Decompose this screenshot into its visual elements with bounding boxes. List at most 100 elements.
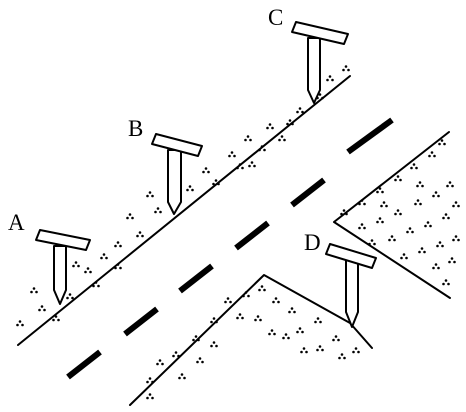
texture-dot <box>274 297 278 300</box>
texture-dot <box>43 308 46 312</box>
texture-dot <box>373 242 376 246</box>
texture-dot <box>334 335 338 338</box>
lane-dash <box>123 306 159 337</box>
texture-dot <box>102 253 106 256</box>
texture-dot <box>288 310 291 314</box>
label-D: D <box>304 230 321 255</box>
texture-dot <box>381 190 384 194</box>
texture-dot <box>210 320 213 324</box>
texture-dot <box>390 235 394 238</box>
texture-dot <box>100 256 103 260</box>
label-C: C <box>268 5 283 30</box>
texture-dot <box>128 213 132 216</box>
texture-dot <box>396 209 400 212</box>
texture-dot <box>188 185 192 188</box>
texture-dot <box>253 164 256 168</box>
texture-dot <box>293 310 296 314</box>
texture-dot <box>97 284 100 288</box>
texture-dot <box>273 332 276 336</box>
texture-dot <box>196 360 199 364</box>
center-dashed-line <box>66 117 394 380</box>
signpost-board <box>35 229 91 251</box>
texture-dot <box>212 182 215 186</box>
texture-dot <box>146 380 149 384</box>
texture-dot <box>284 333 288 336</box>
texture-dot <box>141 234 144 238</box>
texture-dot <box>451 184 454 188</box>
texture-dot <box>385 204 388 208</box>
texture-dot <box>436 244 439 248</box>
texture-dot <box>300 350 303 354</box>
texture-dot <box>302 347 306 350</box>
texture-dot <box>40 305 44 308</box>
texture-dot <box>249 138 252 142</box>
lane-dash <box>178 263 214 294</box>
texture-dot <box>418 250 421 254</box>
texture-dot <box>432 266 435 270</box>
texture-dot <box>35 290 38 294</box>
texture-dot <box>156 362 159 366</box>
texture-dot <box>452 238 455 242</box>
texture-dot <box>318 345 322 348</box>
texture-dot <box>453 260 456 264</box>
texture-dot <box>105 256 108 260</box>
texture-dot <box>378 187 382 190</box>
texture-dot <box>328 75 332 78</box>
texture-dot <box>287 336 290 340</box>
texture-dot <box>86 267 90 270</box>
texture-dot <box>146 194 149 198</box>
texture-dot <box>399 212 402 216</box>
texture-dot <box>186 188 189 192</box>
texture-dot <box>212 317 216 320</box>
texture-dot <box>154 210 157 214</box>
texture-dot <box>420 247 424 250</box>
texture-dot <box>332 338 335 342</box>
texture-dot <box>236 316 239 320</box>
lane-dash <box>290 177 326 208</box>
texture-dot <box>319 320 322 324</box>
texture-dot <box>288 119 292 122</box>
texture-dot <box>370 239 374 242</box>
texture-dot <box>442 216 445 220</box>
texture-dot <box>119 266 122 270</box>
texture-dot <box>363 226 366 230</box>
texture-dot <box>418 181 422 184</box>
texture-dot <box>416 184 419 188</box>
texture-dot <box>338 356 341 360</box>
texture-dot <box>454 201 458 204</box>
texture-dot <box>268 123 272 126</box>
texture-dot <box>136 234 139 238</box>
texture-dot <box>131 216 134 220</box>
texture-dot <box>192 338 195 342</box>
texture-dot <box>151 194 154 198</box>
texture-dot <box>229 300 232 304</box>
texture-dot <box>296 110 299 114</box>
texture-dot <box>429 224 432 228</box>
texture-dot <box>381 220 384 224</box>
texture-dot <box>212 341 216 344</box>
texture-dot <box>296 330 299 334</box>
texture-dot <box>32 287 36 290</box>
side-road-edge <box>333 131 451 299</box>
texture-dot <box>437 266 440 270</box>
texture-dot <box>406 230 409 234</box>
texture-dot <box>38 308 41 312</box>
signpost-board <box>325 243 377 269</box>
texture-dot <box>248 164 251 168</box>
texture-dot <box>442 282 445 286</box>
lane-dash <box>66 349 102 380</box>
texture-dot <box>424 224 427 228</box>
signpost-pole <box>345 257 359 328</box>
texture-dot <box>228 154 231 158</box>
texture-dot <box>159 210 162 214</box>
texture-dot <box>400 256 403 260</box>
texture-dot <box>399 178 402 182</box>
texture-dot <box>410 166 413 170</box>
texture-dot <box>342 68 345 72</box>
texture-dot <box>194 335 198 338</box>
texture-dot <box>204 167 208 170</box>
texture-dot <box>158 359 162 362</box>
texture-dot <box>202 170 205 174</box>
texture-dot <box>268 332 271 336</box>
